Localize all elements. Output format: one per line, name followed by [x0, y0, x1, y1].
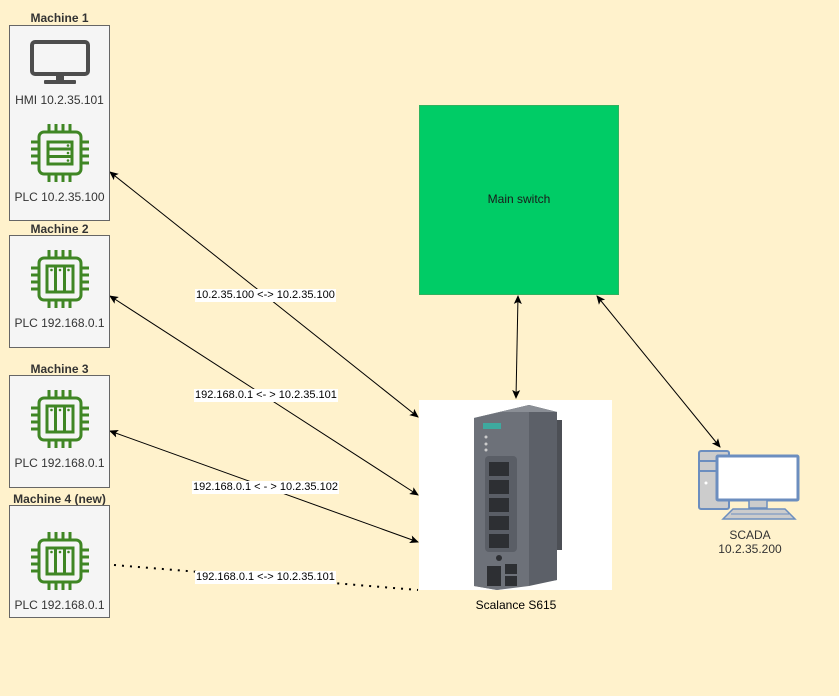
scada-ip: 10.2.35.200 [718, 542, 782, 556]
machine-3-title: Machine 3 [30, 362, 89, 376]
monitor-icon [30, 40, 90, 84]
machine-2-title: Machine 2 [30, 222, 89, 236]
edge-label-machine3: 192.168.0.1 < - > 10.2.35.102 [192, 481, 339, 494]
plc-chip-icon [31, 250, 89, 308]
machine-1-group[interactable]: HMI 10.2.35.101 PLC 10.2.35.100 [9, 25, 110, 221]
plc-label: PLC 192.168.0.1 [14, 316, 105, 330]
machine-2-group[interactable]: PLC 192.168.0.1 [9, 235, 110, 348]
scalance-s615-device[interactable] [419, 400, 612, 590]
plc-chip-icon [31, 532, 89, 590]
machine-4-group[interactable]: PLC 192.168.0.1 [9, 505, 110, 618]
hmi-label: HMI 10.2.35.101 [15, 93, 104, 107]
plc-label: PLC 192.168.0.1 [14, 456, 105, 470]
desktop-computer-icon[interactable] [697, 448, 802, 523]
link-switch-scada[interactable] [596, 295, 721, 448]
machine-4-title: Machine 4 (new) [13, 492, 106, 506]
plc-label: PLC 192.168.0.1 [14, 598, 105, 612]
edge-label-machine4: 192.168.0.1 <-> 10.2.35.101 [195, 571, 336, 584]
edge-label-machine1: 10.2.35.100 <-> 10.2.35.100 [195, 289, 336, 302]
machine-1-title: Machine 1 [30, 11, 89, 25]
scada-name: SCADA [729, 528, 771, 542]
plc-chip-icon [31, 124, 89, 182]
industrial-firewall-icon [474, 405, 562, 590]
main-switch[interactable]: Main switch [419, 105, 619, 295]
main-switch-label: Main switch [487, 192, 551, 206]
link-switch-scalance[interactable] [512, 295, 522, 399]
scada-label: SCADA 10.2.35.200 [692, 528, 808, 556]
plc-chip-icon [31, 390, 89, 448]
scalance-label: Scalance S615 [475, 598, 557, 612]
edge-label-machine2: 192.168.0.1 <- > 10.2.35.101 [194, 389, 338, 402]
machine-3-group[interactable]: PLC 192.168.0.1 [9, 375, 110, 488]
plc-label: PLC 10.2.35.100 [14, 190, 105, 204]
